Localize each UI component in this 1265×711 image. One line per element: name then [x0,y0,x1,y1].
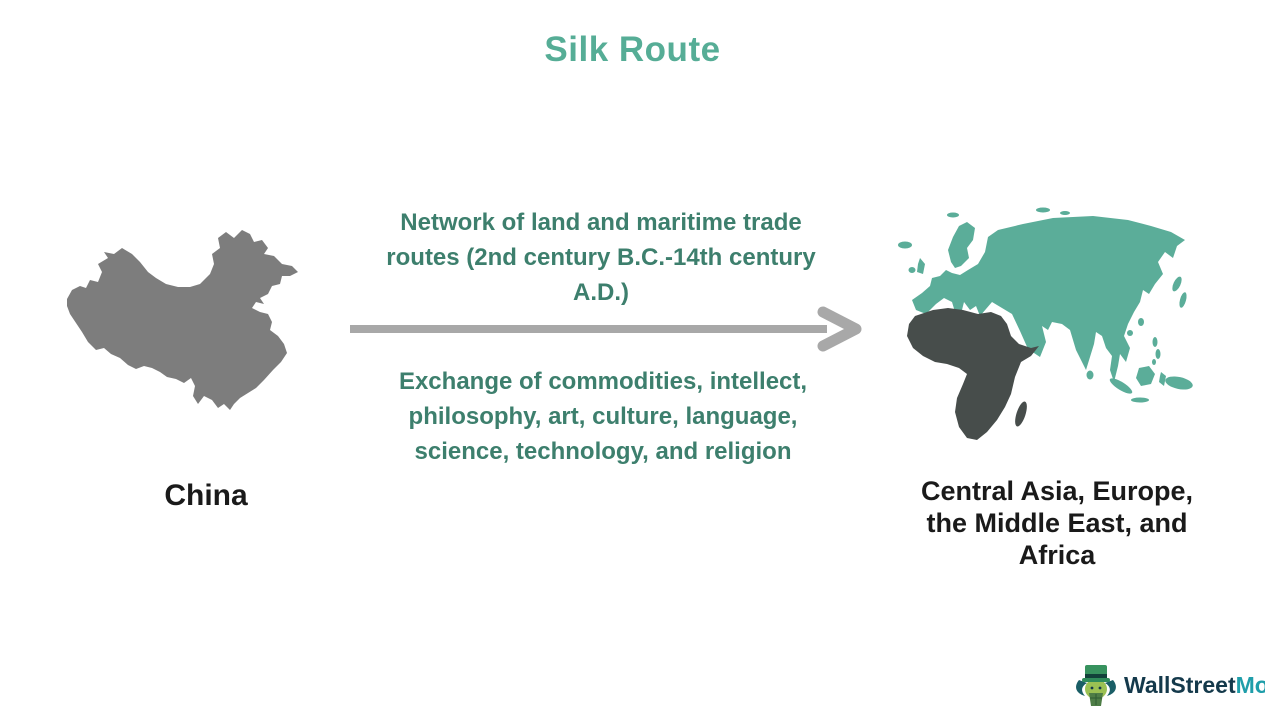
right-arrow-icon [350,306,862,352]
china-label: China [164,479,248,512]
bull-mascot-icon [1076,665,1116,706]
logo-text-secondary: Mojo [1235,671,1265,698]
china-map-icon [67,230,298,410]
destinations-label: Central Asia, Europe, the Middle East, a… [920,476,1194,570]
wallstreetmojo-logo: WallStreetMojo [1072,662,1265,708]
logo-wordmark: WallStreetMojo [1124,672,1265,699]
page-title: Silk Route [544,30,721,69]
trade-routes-description: Network of land and maritime trade route… [386,209,816,306]
logo-text-primary: WallStreet [1124,671,1236,698]
exchange-description: Exchange of commodities, intellect, phil… [398,368,808,465]
eurasia-africa-map-icon [898,207,1193,440]
